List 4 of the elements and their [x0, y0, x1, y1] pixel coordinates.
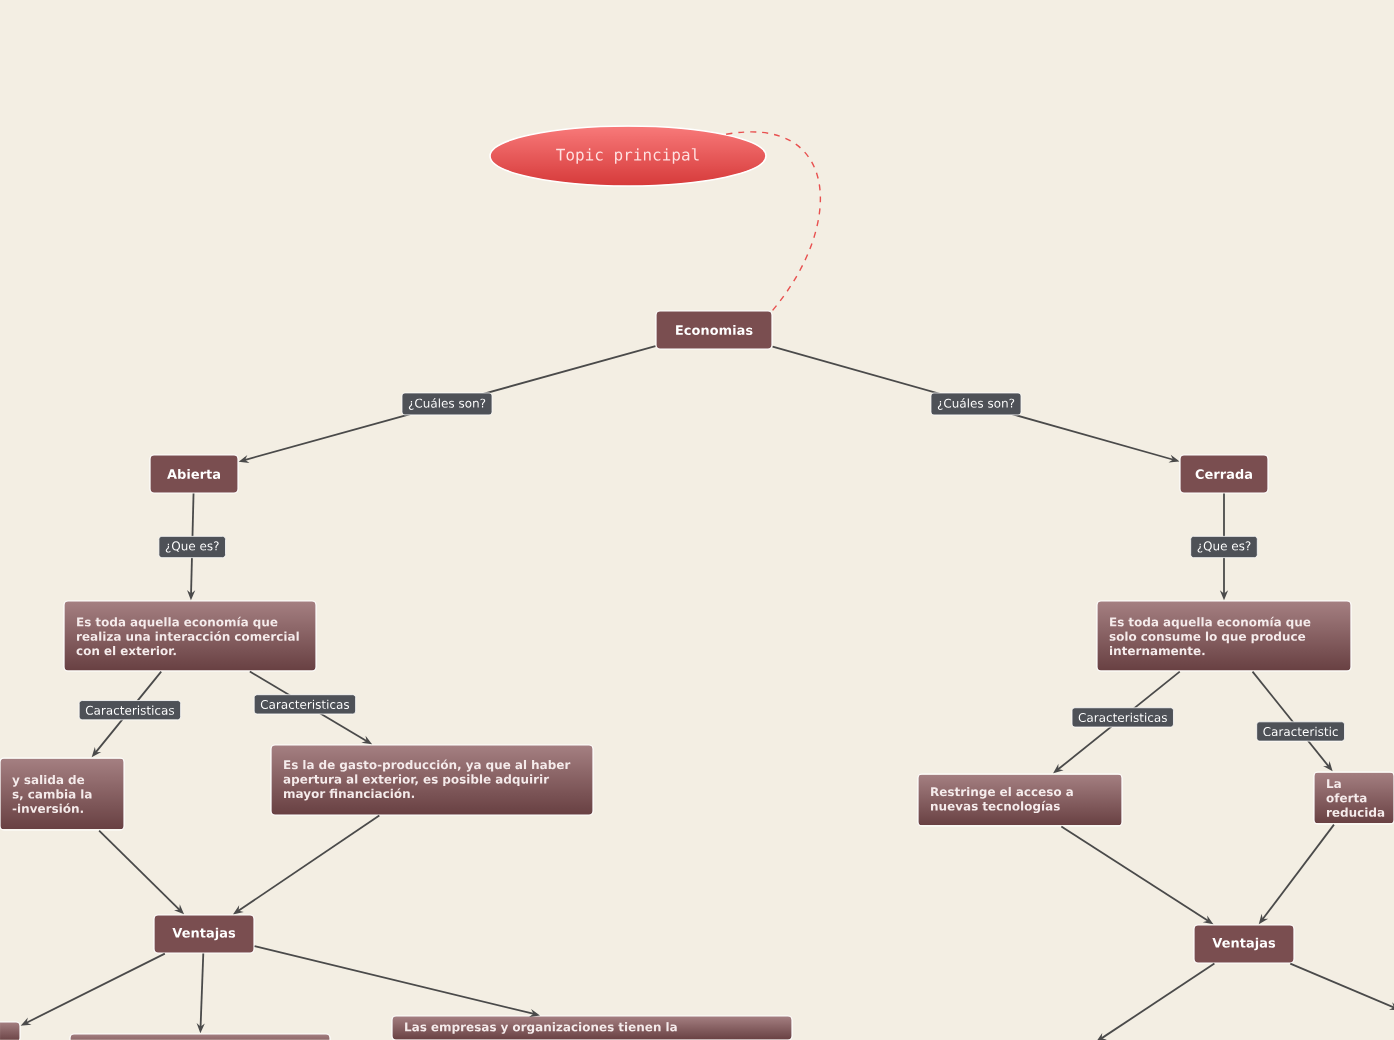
arrow	[1289, 962, 1394, 1010]
dashed-connector	[725, 131, 822, 312]
empty-box	[69, 1033, 331, 1040]
empty-box	[0, 1021, 21, 1040]
